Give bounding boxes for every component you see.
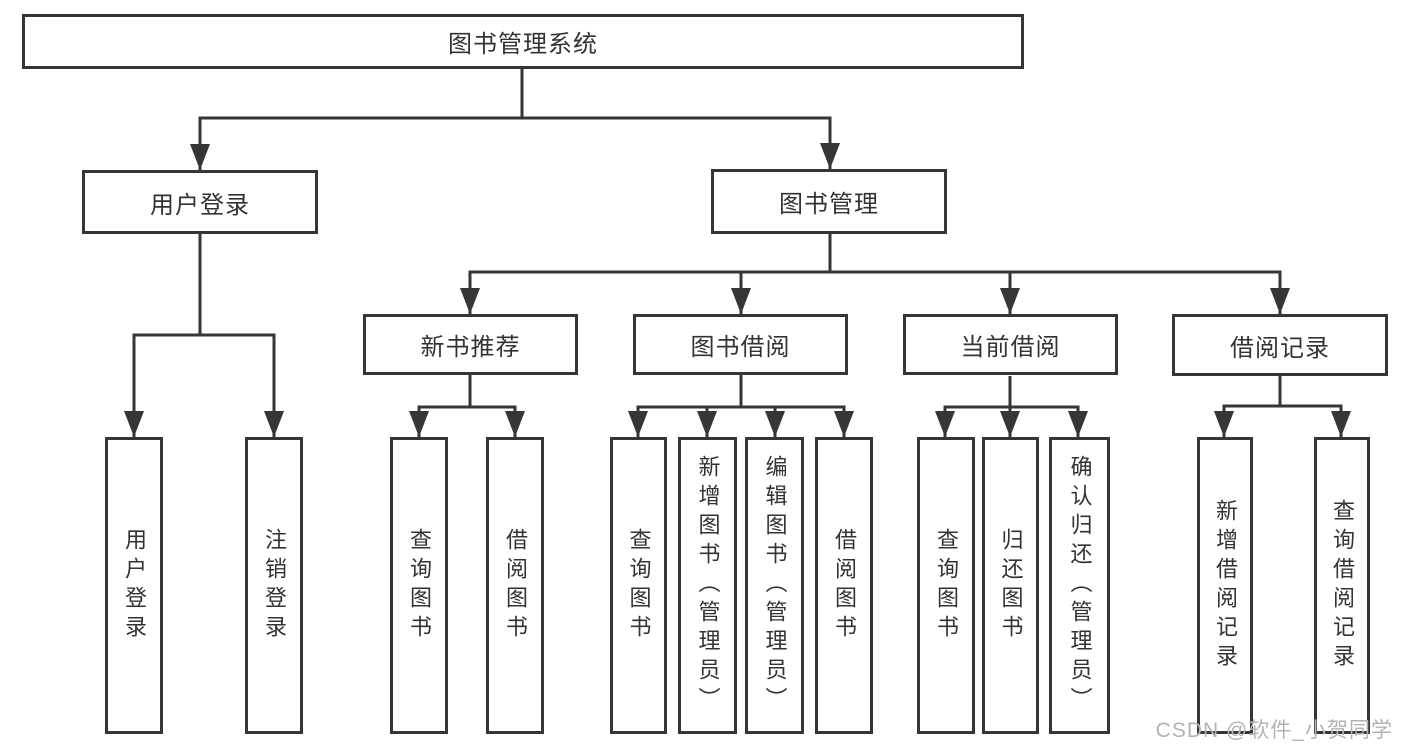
node-label: 确认归还（管理员）: [1067, 455, 1093, 716]
arrowhead: [1331, 411, 1351, 437]
node-label: 新增图书（管理员）: [695, 455, 721, 716]
arrowhead: [1000, 411, 1020, 437]
node-label: 查询借阅记录: [1330, 498, 1355, 673]
node-label: 用户登录: [150, 191, 250, 219]
node-leaf-add-borrow-record: 新增借阅记录: [1197, 437, 1253, 734]
node-label: 当前借阅: [960, 334, 1061, 361]
node-label: 编辑图书（管理员）: [762, 455, 788, 716]
node-label: 新书推荐: [420, 334, 521, 361]
node-leaf-query-books-2: 查询图书: [610, 437, 667, 734]
node-leaf-query-books-3: 查询图书: [917, 437, 975, 734]
node-label: 查询图书: [407, 527, 432, 644]
node-label: 注销登录: [262, 527, 287, 644]
node-leaf-add-books-admin: 新增图书（管理员）: [678, 437, 737, 734]
arrowhead: [1000, 288, 1020, 314]
arrowhead: [190, 144, 210, 170]
arrowhead: [834, 411, 854, 437]
connector-root-branch: [198, 116, 832, 170]
node-leaf-borrow-books-1: 借阅图书: [486, 437, 544, 734]
node-label: 新增借阅记录: [1213, 498, 1238, 673]
arrowhead: [124, 411, 144, 437]
arrowhead: [731, 288, 751, 314]
csdn-watermark: CSDN @软件_小贺同学: [1155, 719, 1393, 742]
arrowheads: [124, 143, 1351, 437]
node-user-login-module: 用户登录: [82, 170, 318, 234]
node-leaf-logout: 注销登录: [245, 437, 303, 734]
connector-bookborrow-branch: [636, 405, 846, 437]
node-leaf-user-login: 用户登录: [105, 437, 163, 734]
node-leaf-borrow-books-2: 借阅图书: [815, 437, 873, 734]
node-book-borrowing: 图书借阅: [633, 314, 848, 375]
arrowhead: [1068, 411, 1088, 437]
node-label: 图书管理: [779, 191, 879, 218]
node-label: 图书管理系统: [448, 31, 598, 58]
arrowhead: [935, 411, 955, 437]
connector-records-branch: [1222, 404, 1343, 437]
node-current-borrowing: 当前借阅: [903, 314, 1118, 375]
arrowhead: [628, 411, 648, 437]
arrowhead: [697, 411, 717, 437]
node-label: 查询图书: [934, 527, 959, 644]
node-leaf-return-books: 归还图书: [982, 437, 1039, 734]
node-label: 查询图书: [626, 527, 652, 644]
arrowhead: [1214, 411, 1234, 437]
node-library-management-system: 图书管理系统: [22, 14, 1024, 69]
arrowhead: [505, 411, 525, 437]
node-label: 归还图书: [998, 527, 1024, 644]
connector-bookmgmt-branch: [468, 270, 1282, 314]
node-label: 借阅图书: [832, 527, 857, 644]
node-book-management-module: 图书管理: [711, 169, 947, 234]
arrowhead: [409, 411, 429, 437]
node-leaf-confirm-return-admin: 确认归还（管理员）: [1049, 437, 1110, 734]
node-label: 用户登录: [122, 527, 147, 644]
connector-userlogin-branch: [132, 333, 276, 437]
node-leaf-query-books-1: 查询图书: [390, 437, 448, 734]
node-new-book-recommendation: 新书推荐: [363, 314, 578, 375]
node-leaf-query-borrow-record: 查询借阅记录: [1314, 437, 1370, 734]
node-label: 借阅图书: [503, 527, 528, 644]
node-borrowing-records: 借阅记录: [1172, 314, 1388, 376]
arrowhead: [1270, 288, 1290, 314]
node-label: 借阅记录: [1230, 334, 1330, 362]
arrowhead: [460, 288, 480, 314]
node-leaf-edit-books-admin: 编辑图书（管理员）: [745, 437, 804, 734]
arrowhead: [264, 411, 284, 437]
arrowhead: [765, 411, 785, 437]
arrowhead: [820, 143, 840, 169]
connector-newbooks-branch: [417, 405, 517, 437]
node-label: 图书借阅: [690, 334, 791, 361]
